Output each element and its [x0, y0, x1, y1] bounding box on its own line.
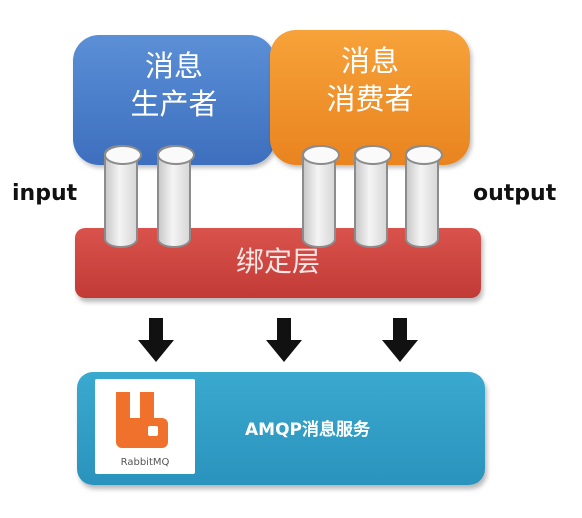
consumer-line2: 消费者 [326, 82, 414, 116]
message-producer-box: 消息 生产者 [73, 35, 275, 165]
rabbitmq-logo-card: RabbitMQ [95, 379, 195, 474]
output-channel-pipe [405, 145, 443, 248]
input-channel-pipe [157, 145, 195, 248]
producer-title: 消息 生产者 [73, 47, 275, 123]
amqp-service-box: RabbitMQ AMQP消息服务 [77, 372, 485, 485]
rabbitmq-logo-text: RabbitMQ [120, 457, 170, 468]
consumer-title: 消息 消费者 [270, 42, 470, 118]
down-arrow-icon [266, 318, 302, 362]
input-label: input [12, 181, 78, 206]
consumer-line1: 消息 [340, 44, 399, 78]
output-label: output [473, 181, 557, 206]
binding-layer-label: 绑定层 [235, 245, 320, 278]
message-consumer-box: 消息 消费者 [270, 30, 470, 165]
producer-line1: 消息 [144, 49, 203, 83]
amqp-service-label: AMQP消息服务 [245, 420, 370, 440]
rabbitmq-logo-icon [116, 392, 168, 448]
output-channel-pipe [354, 145, 392, 248]
output-channel-pipe [302, 145, 340, 248]
down-arrow-icon [138, 318, 174, 362]
input-channel-pipe [104, 145, 142, 248]
producer-line2: 生产者 [130, 87, 218, 121]
down-arrow-icon [382, 318, 418, 362]
